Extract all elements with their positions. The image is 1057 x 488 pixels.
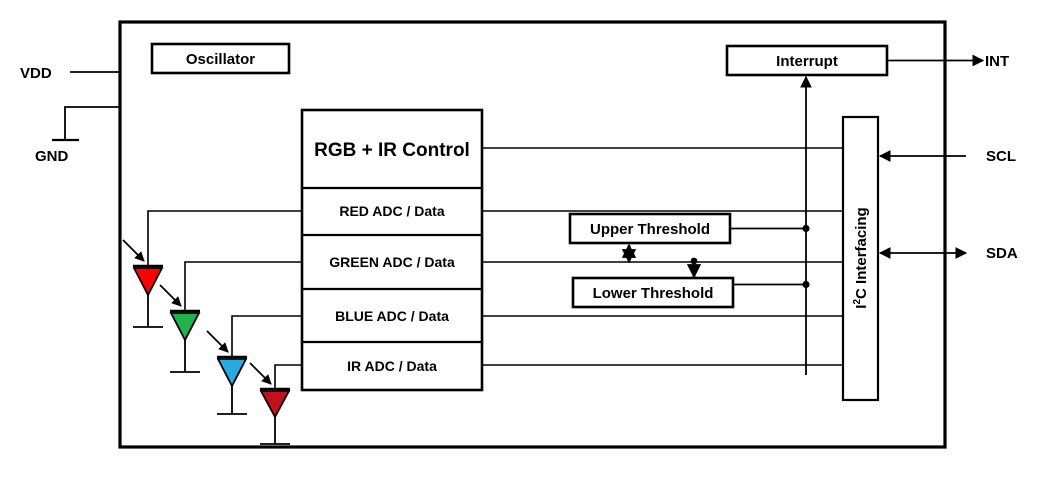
pin-label-scl: SCL xyxy=(986,148,1016,165)
oscillator-block xyxy=(150,42,291,75)
sensor-chip-boundary xyxy=(118,20,947,449)
ir-photodiode xyxy=(249,362,302,445)
core-block-stack xyxy=(300,108,484,392)
i2c-interfacing-block-label: I2C Interfacing xyxy=(852,207,870,308)
green-photodiode-light-arrow-icon xyxy=(159,284,182,307)
lower-threshold-block xyxy=(571,276,735,309)
ir-adc-block-label: IR ADC / Data xyxy=(347,358,437,374)
pin-label-vdd: VDD xyxy=(20,65,52,82)
interrupt-block xyxy=(725,44,889,77)
red-photodiode-cathode-wire xyxy=(147,210,302,266)
green-adc-block-label: GREEN ADC / Data xyxy=(329,254,455,270)
upper-threshold-block-label: Upper Threshold xyxy=(590,221,710,238)
junction-dot-upper-threshold xyxy=(802,224,810,233)
red-photodiode-light-arrow-icon xyxy=(122,239,145,262)
gnd-wire xyxy=(64,106,121,140)
i2c-interfacing-block xyxy=(841,115,880,402)
green-photodiode-symbol xyxy=(169,312,201,342)
lower-threshold-block-label: Lower Threshold xyxy=(593,285,714,302)
interrupt-block-label: Interrupt xyxy=(776,53,838,70)
ir-photodiode-cathode-wire xyxy=(274,364,302,389)
red-adc-block-label: RED ADC / Data xyxy=(339,203,444,219)
green-photodiode xyxy=(159,261,302,373)
pin-label-gnd: GND xyxy=(35,148,69,165)
pin-label-sda: SDA xyxy=(986,245,1018,262)
red-photodiode xyxy=(122,210,302,328)
blue-photodiode xyxy=(206,315,302,415)
green-photodiode-cathode-wire xyxy=(184,261,302,311)
blue-photodiode-cathode-wire xyxy=(231,315,302,357)
junction-dot-green-tap xyxy=(690,257,698,265)
ir-photodiode-symbol xyxy=(259,390,291,419)
pin-label-int: INT xyxy=(985,53,1009,70)
blue-photodiode-light-arrow-icon xyxy=(206,330,229,353)
blue-adc-block-label: BLUE ADC / Data xyxy=(335,308,449,324)
ir-photodiode-light-arrow-icon xyxy=(249,362,272,385)
junction-dot-lower-threshold xyxy=(802,280,810,289)
red-photodiode-symbol xyxy=(132,267,164,297)
blue-photodiode-symbol xyxy=(216,358,248,388)
control-block-label: RGB + IR Control xyxy=(314,140,470,161)
oscillator-block-label: Oscillator xyxy=(186,51,255,68)
